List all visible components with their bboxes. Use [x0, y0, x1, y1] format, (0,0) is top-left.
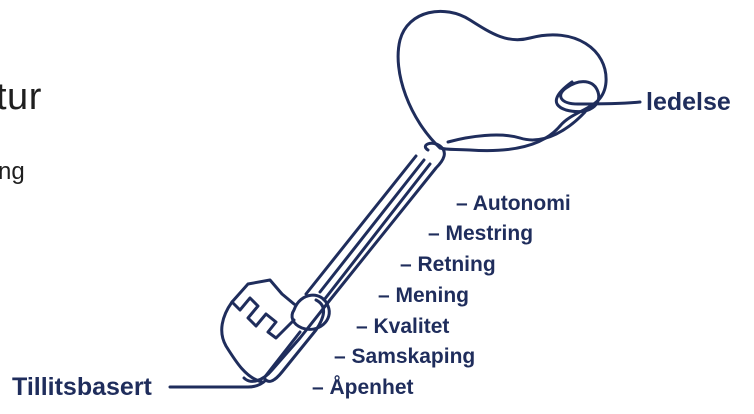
key-bow-inner [448, 112, 585, 142]
value-item: – Mestring [428, 222, 533, 245]
key-loop [556, 82, 640, 112]
value-item: – Mening [378, 284, 469, 307]
key-bow-outline [398, 11, 606, 150]
value-item: – Autonomi [456, 192, 571, 215]
label-tillitsbasert: Tillitsbasert [12, 373, 153, 401]
key-shaft-inner [306, 156, 430, 300]
value-item: – Samskaping [334, 345, 475, 368]
label-ledelse: ledelse [646, 88, 731, 116]
key-bit [232, 280, 294, 338]
value-item: – Åpenhet [312, 375, 414, 399]
value-item: – Retning [400, 253, 496, 276]
key-bit-edge [222, 302, 262, 382]
value-item: – Kvalitet [356, 315, 449, 338]
